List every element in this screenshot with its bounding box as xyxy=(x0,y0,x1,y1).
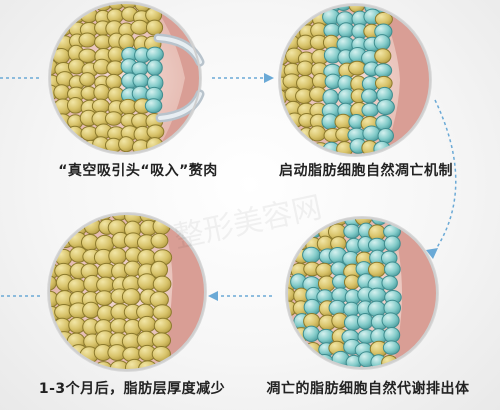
fat-cell xyxy=(374,48,392,64)
step4-cell-cluster xyxy=(287,218,402,368)
fat-cell xyxy=(348,60,367,76)
step3-caption: 1-3个月后，脂肪层厚度减少 xyxy=(38,381,226,397)
apoptotic-fat-cell xyxy=(382,340,401,355)
fat-cell xyxy=(96,276,115,294)
apoptotic-fat-cell xyxy=(343,301,360,317)
fat-cell xyxy=(296,74,315,92)
fat-cell xyxy=(152,304,172,321)
fat-cell xyxy=(137,315,157,333)
fat-cell xyxy=(108,247,127,265)
step1-caption: “真空吸引头“吸入”赘肉 xyxy=(58,163,218,179)
fat-cell xyxy=(118,136,135,153)
step1-cell-cluster xyxy=(50,3,165,153)
arrow-head-down xyxy=(426,248,438,259)
fat-cell xyxy=(79,72,96,87)
fat-cell xyxy=(308,125,327,142)
apoptotic-fat-cell xyxy=(381,312,400,329)
fat-cell xyxy=(296,60,314,77)
apoptotic-fat-cell xyxy=(146,59,163,76)
step4-caption: 凋亡的脂肪细胞自然代谢排出体 xyxy=(266,381,470,397)
apoptotic-fat-cell xyxy=(362,125,381,142)
apoptotic-fat-cell xyxy=(375,115,393,131)
apoptotic-fat-cell xyxy=(361,88,378,104)
fat-cell xyxy=(95,290,114,306)
fat-cell xyxy=(78,32,97,48)
fat-cell xyxy=(315,262,333,278)
apoptotic-fat-cell xyxy=(381,275,398,291)
apoptotic-fat-cell xyxy=(376,98,395,116)
apoptotic-fat-cell xyxy=(383,326,401,344)
step2-caption: 启动脂肪细胞自然凋亡机制 xyxy=(279,163,453,179)
apoptotic-fat-cell xyxy=(384,261,401,277)
circle-borders xyxy=(48,2,438,371)
fat-cell xyxy=(150,232,169,249)
arrow-head-right-1 xyxy=(264,73,274,83)
apoptotic-fat-cell xyxy=(302,246,321,264)
apoptotic-fat-cell xyxy=(302,325,320,343)
apoptotic-fat-cell xyxy=(374,63,393,78)
fat-cell xyxy=(67,278,86,294)
step2-cell-cluster xyxy=(280,5,395,155)
arrow-step2-to-step3-curve xyxy=(431,99,457,256)
fat-cell xyxy=(82,301,100,319)
fat-cell xyxy=(105,73,123,90)
step3-cell-cluster xyxy=(49,214,173,370)
apoptotic-fat-cell xyxy=(373,34,391,51)
fat-cell xyxy=(66,96,84,114)
flow-arrows xyxy=(0,77,457,297)
fat-cell xyxy=(53,84,71,101)
apoptotic-fat-cell xyxy=(132,73,149,89)
arrow-head-left xyxy=(208,291,218,301)
apoptotic-fat-cell xyxy=(303,298,321,316)
fat-cell xyxy=(153,317,172,334)
fat-cell xyxy=(151,332,172,349)
fat-cell xyxy=(130,19,149,35)
apoptotic-fat-cell xyxy=(377,128,394,144)
fat-cell xyxy=(146,124,165,140)
apoptotic-fat-cell xyxy=(361,102,379,118)
apoptotic-fat-cell xyxy=(368,287,387,303)
apoptotic-fat-cell xyxy=(356,312,374,330)
fat-cell xyxy=(121,288,141,306)
apoptotic-fat-cell xyxy=(144,98,163,114)
arrow-heads xyxy=(208,73,438,301)
fat-cell xyxy=(145,19,164,36)
apoptotic-fat-cell xyxy=(383,235,401,252)
apoptotic-fat-cell xyxy=(343,223,361,239)
apoptotic-fat-cell xyxy=(146,46,164,63)
fat-cell xyxy=(104,111,123,126)
fat-cell xyxy=(93,83,110,101)
fat-cell xyxy=(152,275,172,293)
